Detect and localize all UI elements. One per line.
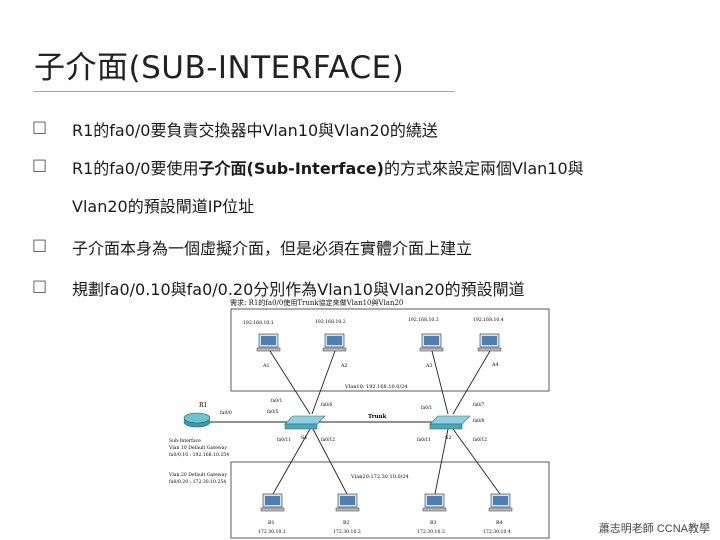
router-icon [183,412,211,428]
bullet-2-prefix: R1的fa0/0要使用 [72,159,199,178]
diagram-caption: 需求: R1的fa0/0使用Trunk協定來做Vlan10與Vlan20 [230,298,403,307]
host-name: A3 [425,363,433,369]
link-a1 [269,350,311,415]
switch-s1-port: fa0/12 [321,438,335,443]
pc-icon [322,333,347,352]
router-port: fa0/0 [220,410,232,416]
host-name: B4 [496,520,503,526]
link-a2 [311,350,336,415]
bullet-2-line-1: R1的fa0/0要使用子介面(Sub-Interface)的方式來設定兩個Vla… [72,155,584,179]
host-ip: 172.30.10.3 [417,529,445,535]
link-b2 [312,428,348,495]
note-line: Vlan 10 Default Gateway [168,445,227,451]
link-b3 [434,428,449,495]
network-topology-diagram: 需求: R1的fa0/0使用Trunk協定來做Vlan10與Vlan20 R1 … [168,298,550,539]
host-ip: 172.30.10.4 [483,529,511,535]
bullet-square-icon: □ [32,117,48,136]
switch-s2-port: fa0/7 [473,403,485,408]
switch-s1-port: fa0/1 [271,399,283,404]
bullet-square-icon: □ [32,155,48,174]
host-name: A4 [491,362,499,368]
host-name: B2 [343,520,350,526]
bullet-2-line-2: Vlan20的預設閘道IP位址 [72,197,255,216]
host-ip: 192.168.10.1 [243,320,274,326]
switch-s1-port: fa0/6 [321,403,333,408]
switch-icon [429,415,471,430]
link-b1 [272,428,311,495]
switch-s2-port: fa0/8 [473,419,485,424]
switch-icon [284,415,326,430]
host-ip: 192.168.10.2 [315,319,346,325]
bullet-2-suffix: 的方式來設定兩個Vlan10與 [383,159,584,178]
pc-icon [335,493,360,512]
subinterface-note: Sub-Interface Vlan 10 Default Gateway fa… [168,438,229,485]
host-name: B1 [268,520,275,526]
bullet-1-text: R1的fa0/0要負責交換器中Vlan10與Vlan20的繞送 [72,121,438,140]
router-name: R1 [199,402,207,409]
link-a4 [452,350,491,415]
host-name: A2 [340,363,348,369]
note-line: Vlan 20 Default Gateway [168,472,227,478]
trunk-label: Trunk [368,414,387,420]
switch-s1-name: S1 [301,435,308,441]
bullet-square-icon: □ [32,276,48,295]
pc-icon [422,493,447,512]
link-a3 [431,350,449,415]
host-name: B3 [430,520,437,526]
bullet-3-text: 子介面本身為一個虛擬介面，但是必須在實體介面上建立 [72,239,473,258]
host-ip: 172.30.10.2 [333,529,361,535]
host-name: A1 [262,363,270,369]
pc-icon [419,333,444,352]
vlan10-box [230,308,550,392]
vlan20-box [230,461,550,539]
pc-icon [256,333,281,352]
vlan20-label: Vlan20:172.30.10.0/24 [350,474,409,480]
bullet-square-icon: □ [32,235,48,254]
switch-s1-port: fa0/5 [267,410,279,415]
bullet-2-bold: 子介面(Sub-Interface) [198,159,384,178]
note-line: fa0/0.20 : 172.30.10.254 [169,479,226,485]
bullet-4-text: 規劃fa0/0.10與fa0/0.20分別作為Vlan10與Vlan20的預設閘… [72,280,525,299]
host-ip: 172.30.10.1 [258,529,286,535]
switch-s2-port: fa0/11 [417,438,431,443]
note-line: Sub-Interface [169,438,201,444]
note-line: fa0/0.10 : 192.168.10.254 [169,452,229,458]
switch-s2-port: fa0/12 [473,438,487,443]
pc-icon [488,493,513,512]
switch-s1-port: fa0/11 [277,438,291,443]
switch-s2-name: S2 [445,435,452,441]
link-b4 [452,428,501,495]
pc-icon [477,333,502,352]
host-ip: 192.168.10.3 [408,317,439,323]
watermark: 蕭志明老師 CCNA教學 [598,523,710,535]
host-ip: 192.168.10.4 [473,317,504,323]
title-divider [34,91,454,92]
vlan10-label: Vlan10: 192.168.10.0/24 [344,384,408,390]
switch-s2-port: fa0/1 [421,406,433,411]
slide-title: 子介面(SUB-INTERFACE) [34,50,405,86]
pc-icon [260,493,285,512]
